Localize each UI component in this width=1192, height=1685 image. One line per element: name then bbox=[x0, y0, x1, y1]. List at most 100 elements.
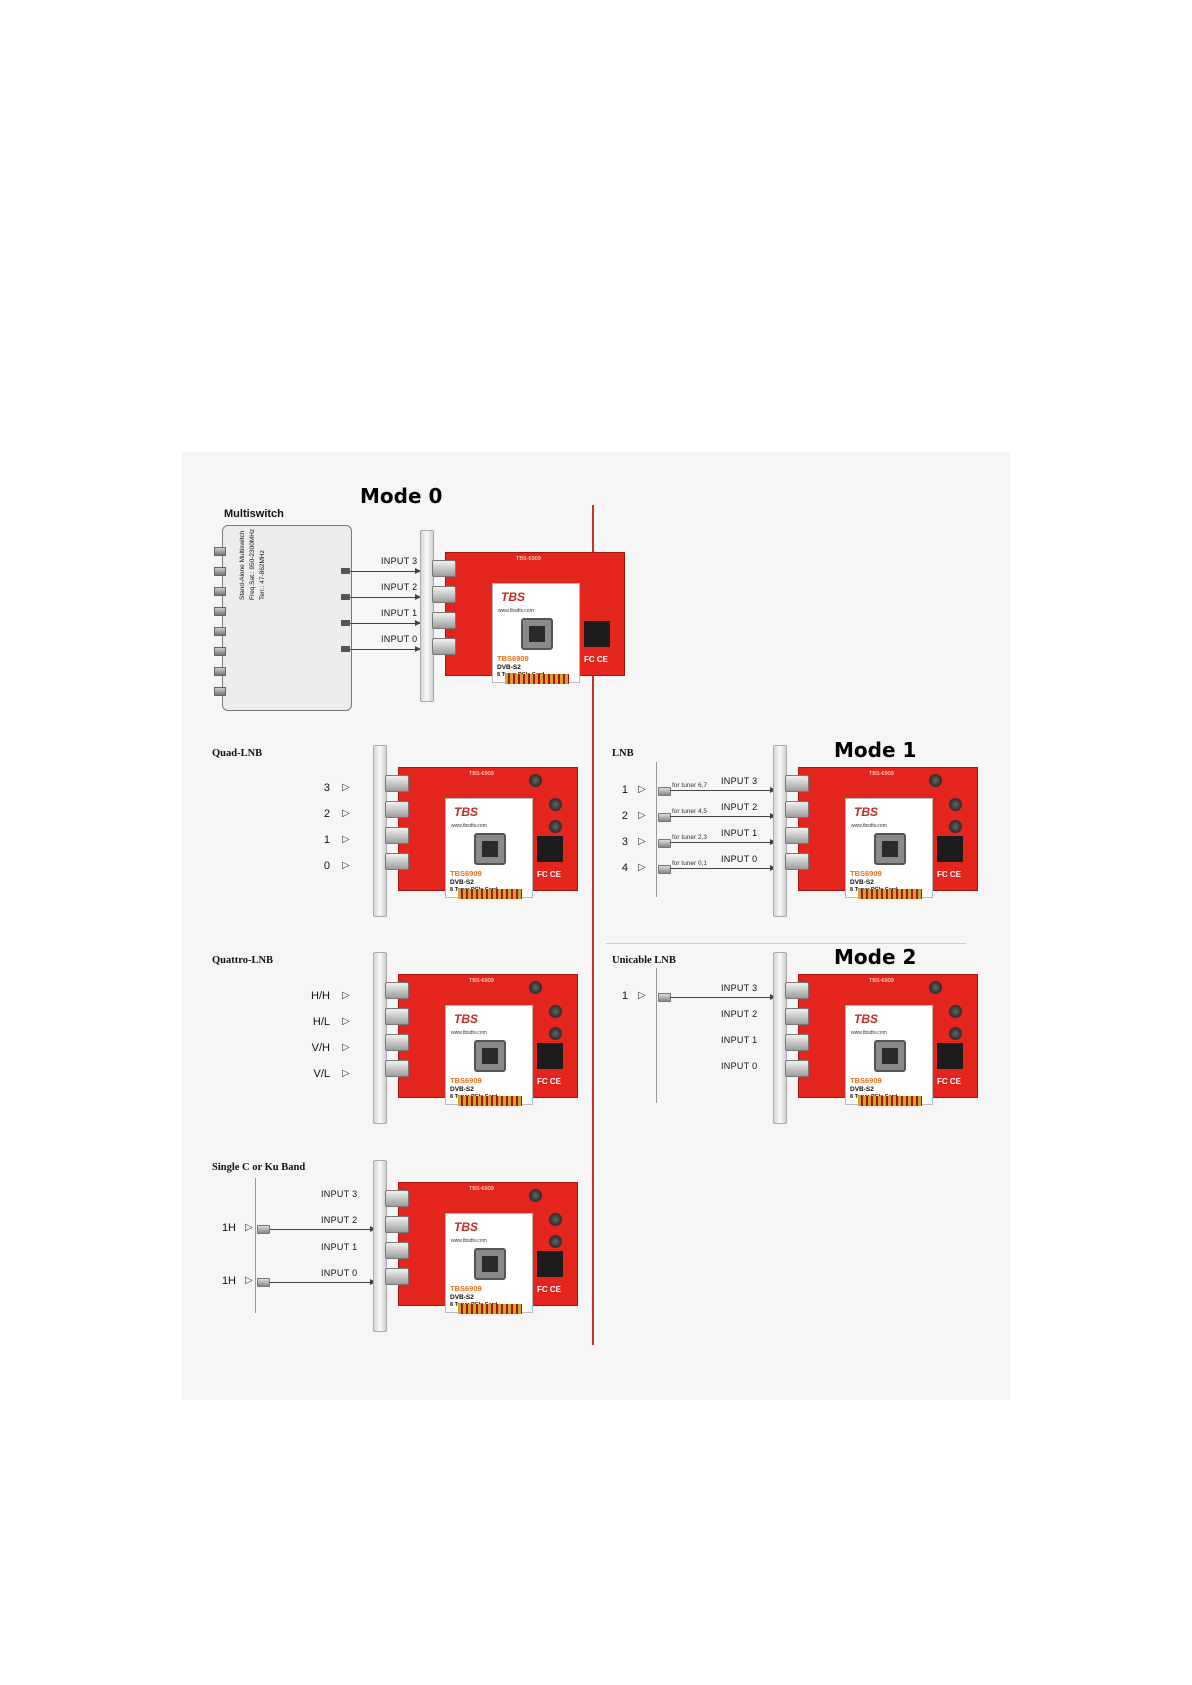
input-label: INPUT 2 bbox=[381, 582, 418, 592]
signal-arrow bbox=[350, 646, 421, 652]
card-processor bbox=[537, 1251, 563, 1277]
tuner-note: for tuner 6,7 bbox=[672, 782, 708, 789]
port-number: 4 bbox=[621, 862, 628, 874]
card-port bbox=[432, 560, 456, 577]
card-pcb: TBS-6909 TBS www.tbsdtv.com TBS6909 DVB-… bbox=[398, 1182, 578, 1313]
input-label: INPUT 0 bbox=[321, 1268, 358, 1278]
card-port bbox=[785, 853, 809, 870]
port-triangle-icon: ▷ bbox=[342, 808, 350, 819]
card-certification: FC CE bbox=[537, 870, 561, 879]
port-number: 1 bbox=[621, 784, 628, 796]
card-port bbox=[385, 982, 409, 999]
card-model: TBS6909 bbox=[850, 869, 882, 878]
card-processor bbox=[937, 1043, 963, 1069]
card-certification: FC CE bbox=[937, 870, 961, 879]
multiswitch-line: Terr.: 47-862MHz bbox=[259, 550, 266, 600]
signal-arrow bbox=[670, 813, 776, 819]
port-triangle-icon: ▷ bbox=[342, 834, 350, 845]
port-triangle-icon: ▷ bbox=[342, 860, 350, 871]
pcie-card: TBS-6909 TBS www.tbsdtv.com TBS6909 DVB-… bbox=[773, 745, 983, 917]
card-certification: FC CE bbox=[937, 1077, 961, 1086]
card-processor bbox=[584, 621, 610, 647]
card-certification: FC CE bbox=[537, 1285, 561, 1294]
f-connector bbox=[658, 813, 671, 822]
f-connector bbox=[658, 787, 671, 796]
input-label: INPUT 2 bbox=[321, 1215, 358, 1225]
card-site: www.tbsdtv.com bbox=[851, 1030, 887, 1036]
card-header: TBS-6909 bbox=[516, 556, 541, 562]
signal-arrow bbox=[350, 620, 421, 626]
card-header: TBS-6909 bbox=[469, 1186, 494, 1192]
port-triangle-icon: ▷ bbox=[342, 782, 350, 793]
capacitor bbox=[549, 798, 562, 811]
tuner-note: for tuner 2,3 bbox=[672, 834, 708, 841]
tuner-chip bbox=[874, 1040, 906, 1072]
capacitor bbox=[929, 981, 942, 994]
multiswitch-input-port bbox=[214, 627, 226, 636]
capacitor bbox=[949, 1005, 962, 1018]
pcie-card: TBS-6909 TBS www.tbsdtv.com TBS6909 DVB-… bbox=[773, 952, 983, 1124]
capacitor bbox=[949, 798, 962, 811]
card-processor bbox=[537, 1043, 563, 1069]
card-pcb: TBS-6909 TBS www.tbsdtv.com TBS6909 DVB-… bbox=[398, 974, 578, 1105]
card-standard: DVB-S2 bbox=[450, 1294, 474, 1301]
input-label: INPUT 3 bbox=[721, 776, 758, 786]
capacitor bbox=[949, 1027, 962, 1040]
card-site: www.tbsdtv.com bbox=[451, 1030, 487, 1036]
multiswitch-line: Stand-Alone Multiswitch bbox=[239, 530, 246, 600]
card-port bbox=[385, 1268, 409, 1285]
card-port bbox=[432, 638, 456, 655]
card-pcb: TBS-6909 TBS www.tbsdtv.com TBS6909 DVB-… bbox=[798, 974, 978, 1105]
multiswitch-input-port bbox=[214, 587, 226, 596]
pcie-connector bbox=[458, 1096, 522, 1106]
capacitor bbox=[529, 774, 542, 787]
card-model: TBS6909 bbox=[450, 1076, 482, 1085]
capacitor bbox=[549, 1235, 562, 1248]
input-label: INPUT 3 bbox=[381, 556, 418, 566]
card-port bbox=[385, 1060, 409, 1077]
card-processor bbox=[937, 836, 963, 862]
card-model: TBS6909 bbox=[850, 1076, 882, 1085]
capacitor bbox=[529, 981, 542, 994]
card-pcb: TBS-6909 TBS www.tbsdtv.com TBS6909 DVB-… bbox=[445, 552, 625, 683]
tbs-logo: TBS bbox=[854, 805, 878, 819]
card-shield: TBS www.tbsdtv.com TBS6909 DVB-S2 8 Tune… bbox=[492, 583, 580, 683]
card-port bbox=[385, 801, 409, 818]
card-site: www.tbsdtv.com bbox=[851, 823, 887, 829]
port-triangle-icon: ▷ bbox=[638, 810, 646, 821]
section-separator bbox=[606, 943, 966, 944]
card-model: TBS6909 bbox=[450, 1284, 482, 1293]
capacitor bbox=[929, 774, 942, 787]
card-shield: TBS www.tbsdtv.com TBS6909 DVB-S2 8 Tune… bbox=[445, 798, 533, 898]
capacitor bbox=[549, 1005, 562, 1018]
multiswitch-line: Freq.Sat.: 950-2300MHz bbox=[249, 528, 256, 600]
port-triangle-icon: ▷ bbox=[638, 836, 646, 847]
port-number: 1 bbox=[621, 990, 628, 1002]
tbs-logo: TBS bbox=[454, 1012, 478, 1026]
card-port bbox=[785, 801, 809, 818]
card-port bbox=[785, 1060, 809, 1077]
port-number: V/L bbox=[313, 1068, 330, 1080]
card-port bbox=[385, 1034, 409, 1051]
lnb-label: LNB bbox=[612, 748, 634, 759]
signal-arrow bbox=[270, 1279, 376, 1285]
pcie-card: TBS-6909 TBS www.tbsdtv.com TBS6909 DVB-… bbox=[420, 530, 630, 702]
pcie-card: TBS-6909 TBS www.tbsdtv.com TBS6909 DVB-… bbox=[373, 745, 583, 917]
mode-2-title: Mode 2 bbox=[834, 945, 917, 969]
capacitor bbox=[549, 820, 562, 833]
card-certification: FC CE bbox=[537, 1077, 561, 1086]
f-connector bbox=[658, 839, 671, 848]
multiswitch-output-port bbox=[341, 568, 350, 574]
card-header: TBS-6909 bbox=[469, 978, 494, 984]
card-port bbox=[785, 827, 809, 844]
multiswitch-output-port bbox=[341, 646, 350, 652]
port-triangle-icon: ▷ bbox=[342, 990, 350, 1001]
multiswitch-input-port bbox=[214, 567, 226, 576]
multiswitch-input-port bbox=[214, 547, 226, 556]
input-label: INPUT 3 bbox=[321, 1189, 358, 1199]
tbs-logo: TBS bbox=[454, 805, 478, 819]
tuner-chip bbox=[874, 833, 906, 865]
multiswitch-input-port bbox=[214, 667, 226, 676]
card-header: TBS-6909 bbox=[469, 771, 494, 777]
card-model: TBS6909 bbox=[450, 869, 482, 878]
